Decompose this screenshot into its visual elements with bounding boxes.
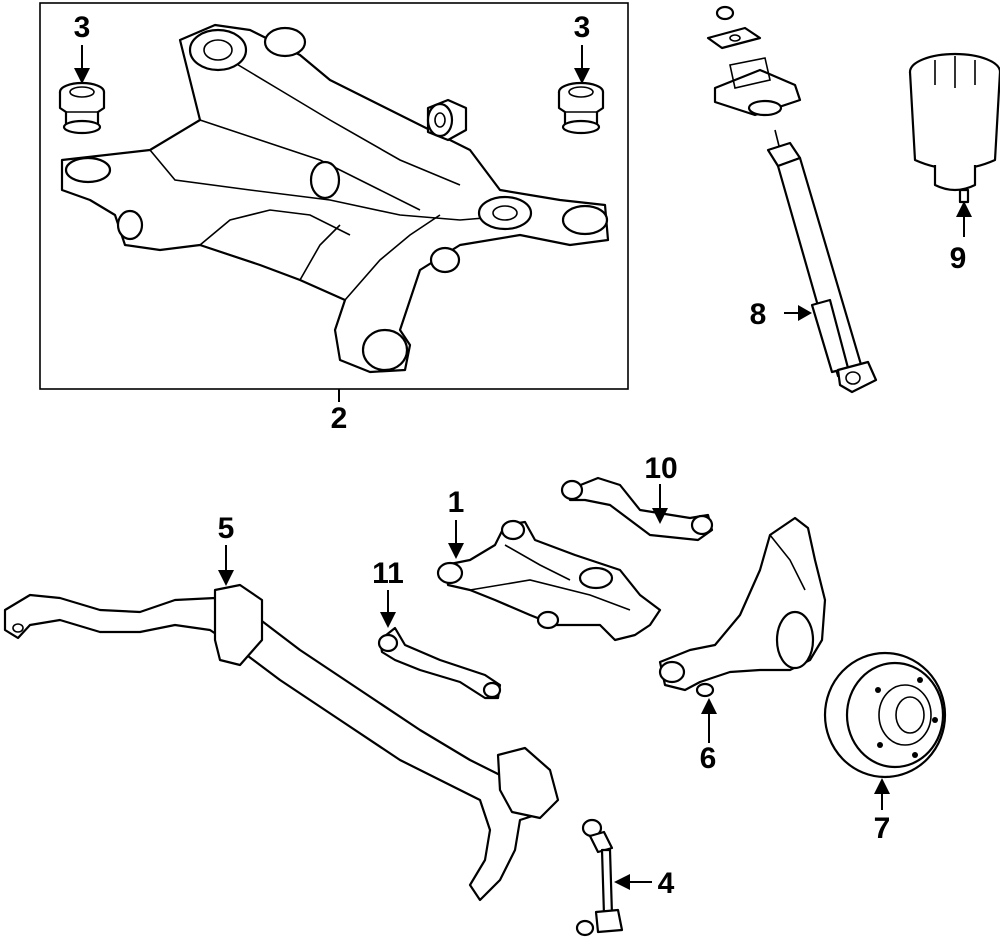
callout-8: 8: [750, 298, 767, 331]
callout-3-right: 3: [574, 11, 591, 44]
callout-5: 5: [218, 512, 235, 545]
callout-6: 6: [700, 742, 717, 775]
upper-control-arm: [560, 476, 714, 542]
lateral-link: [377, 626, 502, 700]
subframe-assembly-frame: [39, 2, 629, 390]
callout-10: 10: [644, 452, 677, 485]
stabilizer-bar: [3, 583, 560, 902]
callout-7: 7: [874, 812, 891, 845]
callout-9: 9: [950, 242, 967, 275]
callout-3-left: 3: [74, 11, 91, 44]
rear-subframe-crossmember: [60, 23, 610, 374]
callout-11: 11: [372, 557, 404, 590]
wheel-hub-bearing: [823, 651, 947, 779]
shock-absorber: [706, 5, 878, 394]
rear-knuckle: [658, 516, 827, 698]
subframe-mount-bushing-right: [557, 81, 605, 135]
callout-2: 2: [331, 402, 348, 435]
callout-4: 4: [658, 867, 675, 900]
lower-control-arm: [436, 519, 662, 642]
subframe-mount-bushing-left: [58, 81, 106, 135]
callout-1: 1: [448, 486, 465, 519]
stabilizer-link: [575, 818, 624, 937]
air-spring: [908, 52, 1000, 204]
subframe-bushing-center: [426, 98, 468, 142]
